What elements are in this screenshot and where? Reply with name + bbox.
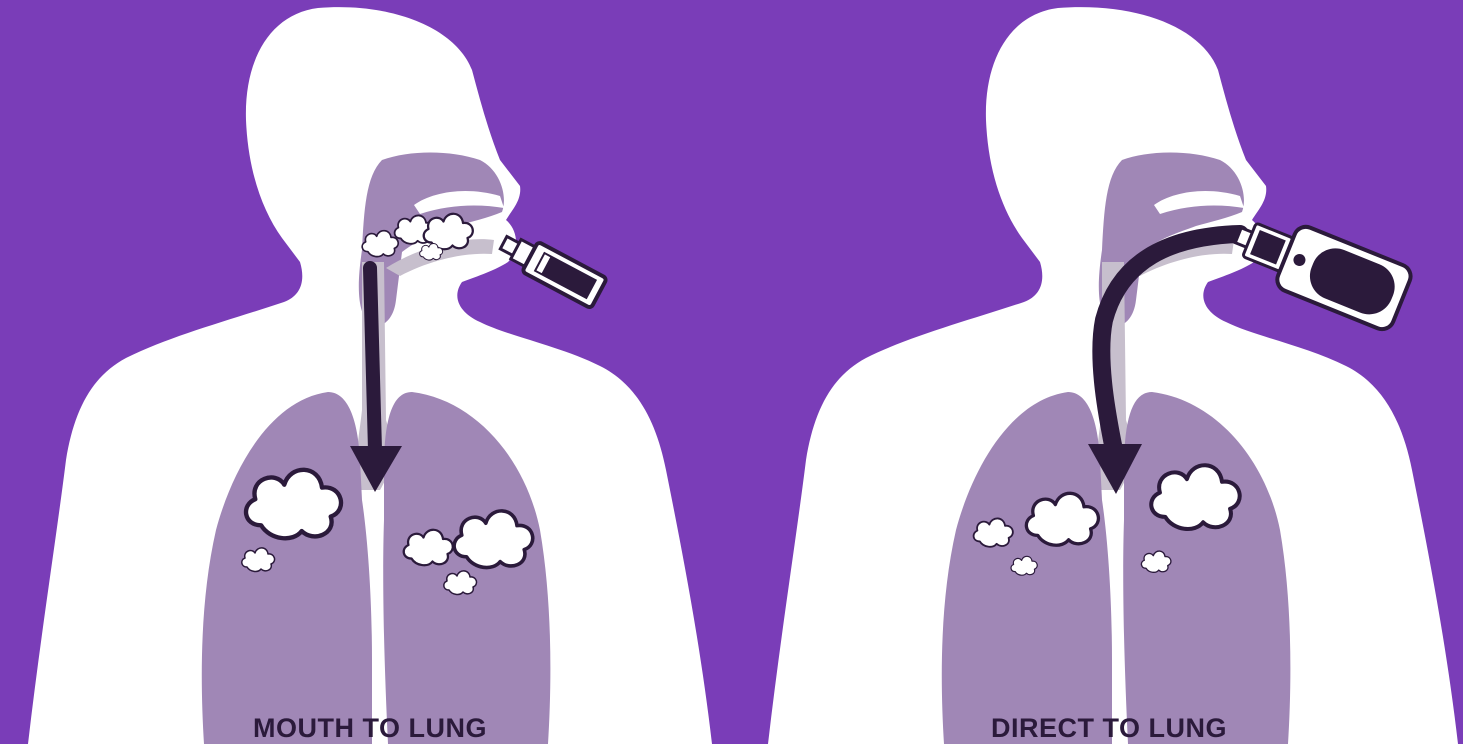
caption-mouth-to-lung: MOUTH TO LUNG (253, 713, 487, 743)
caption-direct-to-lung: DIRECT TO LUNG (991, 713, 1227, 743)
